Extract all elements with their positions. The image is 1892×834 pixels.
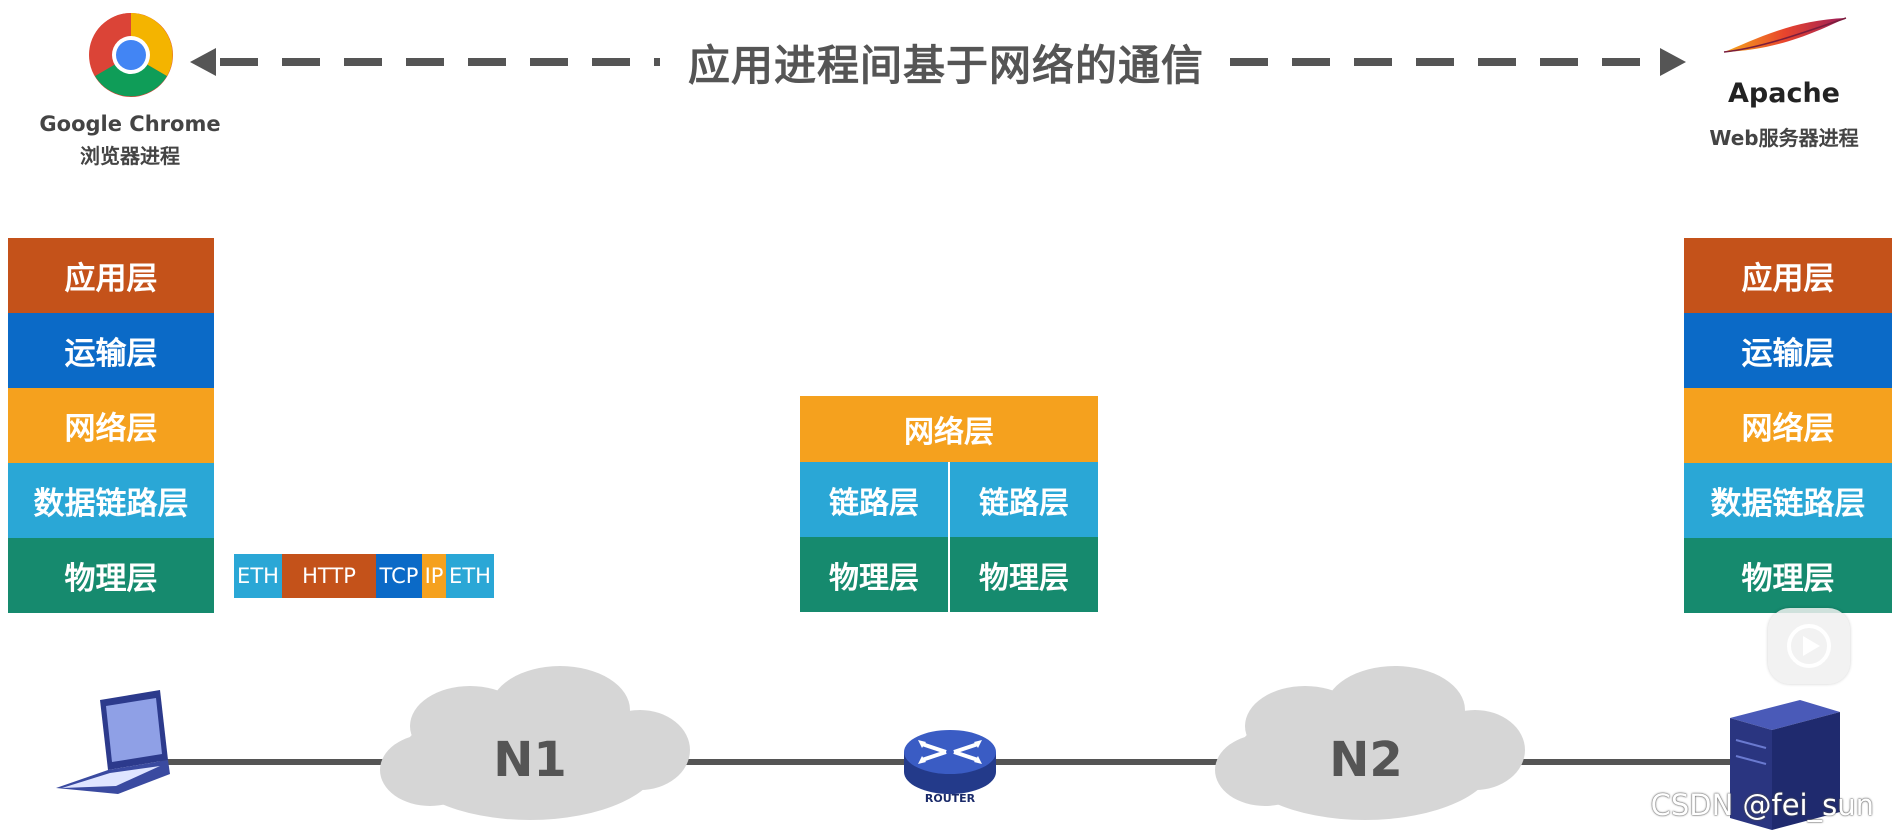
client-protocol-stack: 应用层 运输层 网络层 数据链路层 物理层 — [8, 238, 214, 613]
router-physical-layer-right: 物理层 — [950, 537, 1098, 612]
server-app-name: Apache — [1728, 78, 1840, 109]
client-datalink-layer: 数据链路层 — [8, 463, 214, 538]
video-play-button[interactable] — [1768, 608, 1850, 684]
server-application-layer: 应用层 — [1684, 238, 1892, 313]
router-icon — [904, 730, 996, 794]
server-process-label: Web服务器进程 — [1709, 126, 1859, 150]
server-protocol-stack: 应用层 运输层 网络层 数据链路层 物理层 — [1684, 238, 1892, 613]
server-tower-icon — [1730, 700, 1840, 830]
router-physical-layer-left: 物理层 — [800, 537, 948, 612]
client-process-label: 浏览器进程 — [80, 144, 180, 168]
cloud-n2-icon — [1215, 666, 1525, 820]
client-transport-layer: 运输层 — [8, 313, 214, 388]
communication-arrow — [190, 48, 1686, 76]
packet-http-data: HTTP — [282, 554, 376, 598]
server-physical-layer: 物理层 — [1684, 538, 1892, 613]
watermark: CSDN @fei_sun — [1650, 788, 1874, 822]
server-transport-layer: 运输层 — [1684, 313, 1892, 388]
apache-feather-icon — [1723, 17, 1847, 53]
laptop-icon — [56, 690, 170, 794]
cloud-n1-icon — [380, 666, 690, 820]
client-physical-layer: 物理层 — [8, 538, 214, 613]
packet-ip-header: IP — [422, 554, 446, 598]
client-application-layer: 应用层 — [8, 238, 214, 313]
diagram-title: 应用进程间基于网络的通信 — [687, 41, 1204, 90]
router-protocol-stack: 网络层 链路层 链路层 物理层 物理层 — [800, 396, 1098, 612]
client-network-layer: 网络层 — [8, 388, 214, 463]
router-network-layer: 网络层 — [800, 396, 1098, 462]
packet-eth-header: ETH — [234, 554, 282, 598]
network-topology — [56, 666, 1840, 830]
packet-tcp-header: TCP — [376, 554, 422, 598]
chrome-logo-icon — [89, 13, 173, 97]
network-label-n2: N2 — [1329, 732, 1403, 788]
router-label: ROUTER — [924, 792, 976, 805]
play-icon — [1787, 624, 1831, 668]
router-link-layer-right: 链路层 — [950, 462, 1098, 537]
packet: ETH HTTP TCP IP ETH — [234, 554, 494, 598]
network-label-n1: N1 — [493, 732, 567, 788]
client-app-name: Google Chrome — [39, 112, 221, 136]
server-datalink-layer: 数据链路层 — [1684, 463, 1892, 538]
server-network-layer: 网络层 — [1684, 388, 1892, 463]
packet-eth-trailer: ETH — [446, 554, 494, 598]
router-link-layer-left: 链路层 — [800, 462, 948, 537]
